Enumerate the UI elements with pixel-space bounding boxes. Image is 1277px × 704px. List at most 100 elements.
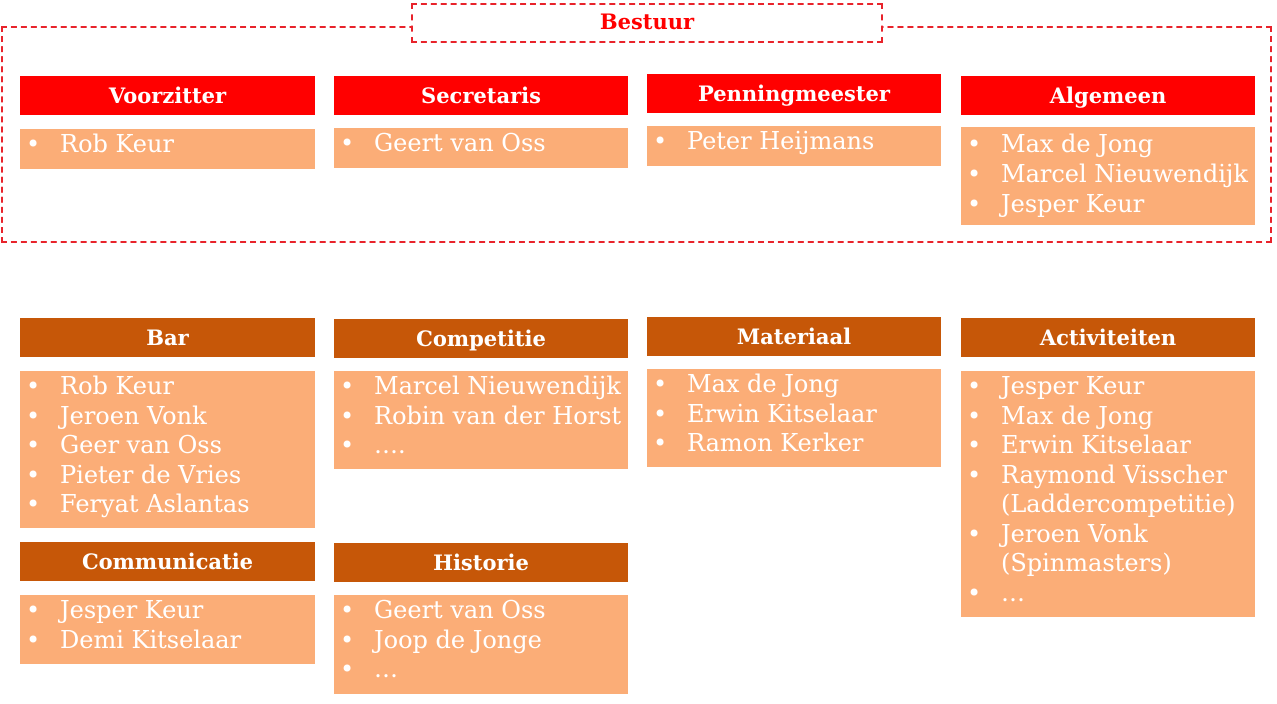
member-list: •Max de Jong•Marcel Nieuwendijk•Jesper K… [967,129,1251,219]
member-item: • Jeroen Vonk (Spinmasters) [967,520,1251,579]
bullet-icon: • [26,460,41,489]
member-name: … [374,655,398,683]
bullet-icon: • [653,370,668,398]
member-list: •Marcel Nieuwendijk•Robin van der Horst•… [340,372,624,461]
member-item: • Ramon Kerker [653,429,937,459]
member-list: • Rob Keur • Jeroen Vonk • Geer van Oss•Piete… [26,372,311,520]
bullet-icon: • [967,130,982,158]
committee-members-communicatie: • Jesper Keur • Demi Kitselaar [20,595,315,664]
bullet-icon: • [967,160,982,188]
role-members-voorzitter: •Rob Keur [20,129,315,169]
member-item: • Jesper Keur [967,372,1251,402]
member-name: Max de Jong [1001,401,1154,430]
bullet-icon: • [967,519,982,548]
bullet-icon: • [26,596,41,624]
bullet-icon: • [340,625,355,654]
bullet-icon: • [967,460,982,489]
member-item: •… [340,655,624,685]
member-name: Max de Jong [687,370,840,398]
committee-header-materiaal: Materiaal [647,317,941,356]
member-name: Joop de Jonge [374,625,542,654]
member-list: •Rob Keur [26,130,311,160]
member-list: •Max de Jong•Erwin Kitselaar•Ramon Kerke… [653,370,937,459]
bullet-icon: • [340,655,355,683]
bullet-icon: • [967,401,982,430]
member-name: Peter Heijmans [687,127,875,155]
bullet-icon: • [26,130,41,158]
member-name: Demi Kitselaar [60,625,242,654]
committee-header-activiteiten: Activiteiten [961,318,1255,357]
committee-members-materiaal: •Max de Jong•Erwin Kitselaar•Ramon Kerke… [647,369,941,467]
bullet-icon: • [967,372,982,400]
bullet-icon: • [653,429,668,457]
bullet-icon: • [26,431,41,459]
member-name: Rob Keur [60,372,174,400]
role-members-algemeen: •Max de Jong•Marcel Nieuwendijk•Jesper K… [961,127,1255,225]
member-name: Jesper Keur [1001,372,1145,400]
member-list: • Peter Heijmans [653,127,937,157]
member-name: Jesper Keur [60,596,204,624]
committee-header-communicatie: Communicatie [20,542,315,581]
bullet-icon: • [653,399,668,428]
member-name: Jesper Keur [1001,190,1145,218]
member-item: • Geer van Oss [26,431,311,461]
member-item: • Geert van Oss [340,596,624,626]
member-list: • Jesper Keur • Max de Jong • Erwin Kitselaar… [967,372,1251,608]
member-item: •Pieter de Vries [26,461,311,491]
member-name: Jeroen Vonk (Spinmasters) [1001,519,1172,578]
role-header-voorzitter: Voorzitter [20,76,315,115]
committee-members-activiteiten: • Jesper Keur • Max de Jong • Erwin Kitselaar… [961,371,1255,617]
board-title: Bestuur [411,3,883,43]
bullet-icon: • [967,578,982,607]
member-name: Marcel Nieuwendijk [1001,160,1248,188]
member-item: • Jesper Keur [26,596,311,626]
member-name: Geer van Oss [60,431,222,459]
member-name: Jeroen Vonk [60,401,207,430]
committee-header-bar: Bar [20,318,315,357]
member-name: Feryat Aslantas [60,490,250,518]
bullet-icon: • [967,190,982,218]
member-item: •Max de Jong [967,129,1251,159]
member-item: • Peter Heijmans [653,127,937,157]
member-name: … [1001,578,1025,607]
role-header-secretaris: Secretaris [334,76,628,115]
member-item: • Erwin Kitselaar [967,431,1251,461]
member-item: • Marcel Nieuwendijk [967,159,1251,189]
member-item: • Jeroen Vonk [26,402,311,432]
committee-members-bar: • Rob Keur • Jeroen Vonk • Geer van Oss•Piete… [20,371,315,528]
member-name: Geert van Oss [374,596,546,624]
member-item: • …. [340,431,624,461]
member-item: • Max de Jong [653,370,937,400]
member-item: • Joop de Jonge [340,626,624,656]
bullet-icon: • [26,401,41,430]
bullet-icon: • [340,596,355,624]
member-item: •… [967,579,1251,609]
member-name: Erwin Kitselaar [1001,431,1191,459]
member-name: Ramon Kerker [687,429,864,457]
member-item: • Max de Jong [967,402,1251,432]
member-name: …. [374,431,406,459]
member-item: •Rob Keur [26,130,311,160]
bullet-icon: • [26,372,41,400]
bullet-icon: • [340,401,355,430]
bullet-icon: • [967,431,982,459]
member-item: • Rob Keur [26,372,311,402]
committee-header-historie: Historie [334,543,628,582]
member-item: • Jesper Keur [967,189,1251,219]
member-list: •Geert van Oss•Joop de Jonge•… [340,596,624,685]
role-members-penningmeester: • Peter Heijmans [647,126,941,166]
member-list: • Jesper Keur • Demi Kitselaar [26,596,311,655]
bullet-icon: • [340,431,355,459]
bullet-icon: • [26,625,41,654]
bullet-icon: • [340,129,355,157]
member-name: Raymond Visscher (Laddercompetitie) [1001,460,1236,519]
role-header-algemeen: Algemeen [961,76,1255,115]
member-name: Robin van der Horst [374,401,622,430]
member-item: • Geert van Oss [340,129,624,159]
member-list: • Geert van Oss [340,129,624,159]
member-name: Marcel Nieuwendijk [374,372,621,400]
bullet-icon: • [340,372,355,400]
member-name: Geert van Oss [374,129,546,157]
bullet-icon: • [653,127,668,155]
committee-header-competitie: Competitie [334,319,628,358]
